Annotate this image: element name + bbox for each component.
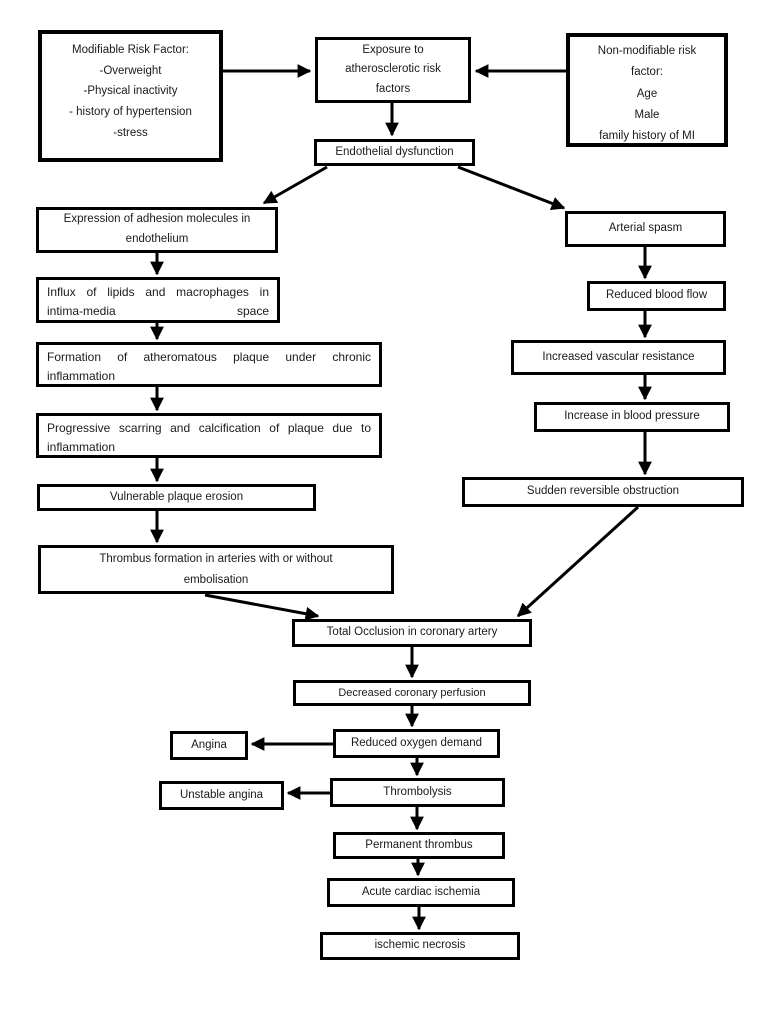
node-decreased-coronary-perfusion: Decreased coronary perfusion — [293, 680, 531, 706]
node-text: Decreased coronary perfusion — [338, 686, 486, 699]
node-text: Expression of adhesion molecules in — [63, 213, 251, 226]
node-vulnerable-plaque-erosion: Vulnerable plaque erosion — [37, 484, 316, 511]
node-text: ischemic necrosis — [374, 939, 466, 952]
node-text: Angina — [191, 738, 227, 751]
node-text: Unstable angina — [179, 788, 264, 801]
node-text: Total Occlusion in coronary artery — [326, 626, 498, 639]
node-text: Thrombus formation in arteries with or w… — [99, 552, 333, 565]
node-text: Male — [634, 108, 660, 121]
node-text: Increased vascular resistance — [542, 350, 695, 363]
node-endothelial-dysfunction: Endothelial dysfunction — [314, 139, 475, 166]
node-text: Modifiable Risk Factor: — [72, 44, 189, 56]
node-reduced-blood-flow: Reduced blood flow — [587, 281, 726, 311]
node-text: -Physical inactivity — [83, 85, 178, 98]
node-text: Increase in blood pressure — [564, 410, 700, 423]
node-sudden-reversible-obstruction: Sudden reversible obstruction — [462, 477, 744, 507]
node-acute-cardiac-ischemia: Acute cardiac ischemia — [327, 878, 515, 907]
node-text: atherosclerotic risk — [345, 63, 441, 76]
node-thrombolysis: Thrombolysis — [330, 778, 505, 807]
node-text: Reduced oxygen demand — [350, 736, 483, 749]
node-unstable-angina: Unstable angina — [159, 781, 284, 810]
node-formation-atheromatous-plaque: Formation of atheromatous plaque under c… — [36, 342, 382, 387]
node-text: - history of hypertension — [69, 106, 192, 119]
node-influx-lipids-macrophages: Influx of lipids and macrophages in inti… — [36, 277, 280, 323]
node-text: Non-modifiable risk — [597, 45, 697, 57]
node-ischemic-necrosis: ischemic necrosis — [320, 932, 520, 960]
node-text: factors — [375, 82, 411, 95]
node-reduced-oxygen-demand: Reduced oxygen demand — [333, 729, 500, 758]
node-total-occlusion-coronary-artery: Total Occlusion in coronary artery — [292, 619, 532, 647]
node-text: -Overweight — [99, 64, 162, 77]
node-text: factor: — [631, 66, 663, 79]
node-arterial-spasm: Arterial spasm — [565, 211, 726, 247]
node-text: Exposure to — [362, 43, 424, 56]
node-text: Reduced blood flow — [605, 289, 707, 302]
arrow-obstruction-to-occlusion — [516, 505, 640, 618]
node-permanent-thrombus: Permanent thrombus — [333, 832, 505, 859]
node-text: Thrombolysis — [383, 785, 452, 798]
node-text: Permanent thrombus — [365, 838, 473, 851]
node-text: -stress — [113, 126, 148, 139]
node-increase-blood-pressure: Increase in blood pressure — [534, 402, 730, 432]
node-exposure-to-risk-factors: Exposure to atherosclerotic risk factors — [315, 37, 471, 103]
node-text: endothelium — [125, 233, 189, 245]
node-modifiable-risk-factors: Modifiable Risk Factor: -Overweight -Phy… — [38, 30, 223, 162]
node-expression-adhesion-molecules: Expression of adhesion molecules in endo… — [36, 207, 278, 253]
node-thrombus-formation: Thrombus formation in arteries with or w… — [38, 545, 394, 594]
node-text: Vulnerable plaque erosion — [109, 490, 244, 503]
arrow-endothelial-to-adhesion — [262, 165, 328, 205]
node-text: Sudden reversible obstruction — [526, 485, 680, 498]
node-text: Endothelial dysfunction — [335, 145, 454, 158]
node-nonmodifiable-risk-factors: Non-modifiable risk factor: Age Male fam… — [566, 33, 728, 147]
node-text: family history of MI — [599, 130, 695, 143]
node-text: embolisation — [183, 573, 249, 586]
node-text: Age — [636, 87, 658, 100]
node-text: Acute cardiac ischemia — [361, 885, 481, 898]
node-text: Arterial spasm — [608, 222, 683, 235]
arrow-thrombus-to-occlusion — [204, 593, 320, 621]
node-angina: Angina — [170, 731, 248, 760]
node-increased-vascular-resistance: Increased vascular resistance — [511, 340, 726, 375]
node-progressive-scarring-calcification: Progressive scarring and calcification o… — [36, 413, 382, 458]
arrow-endothelial-to-spasm — [457, 165, 566, 210]
